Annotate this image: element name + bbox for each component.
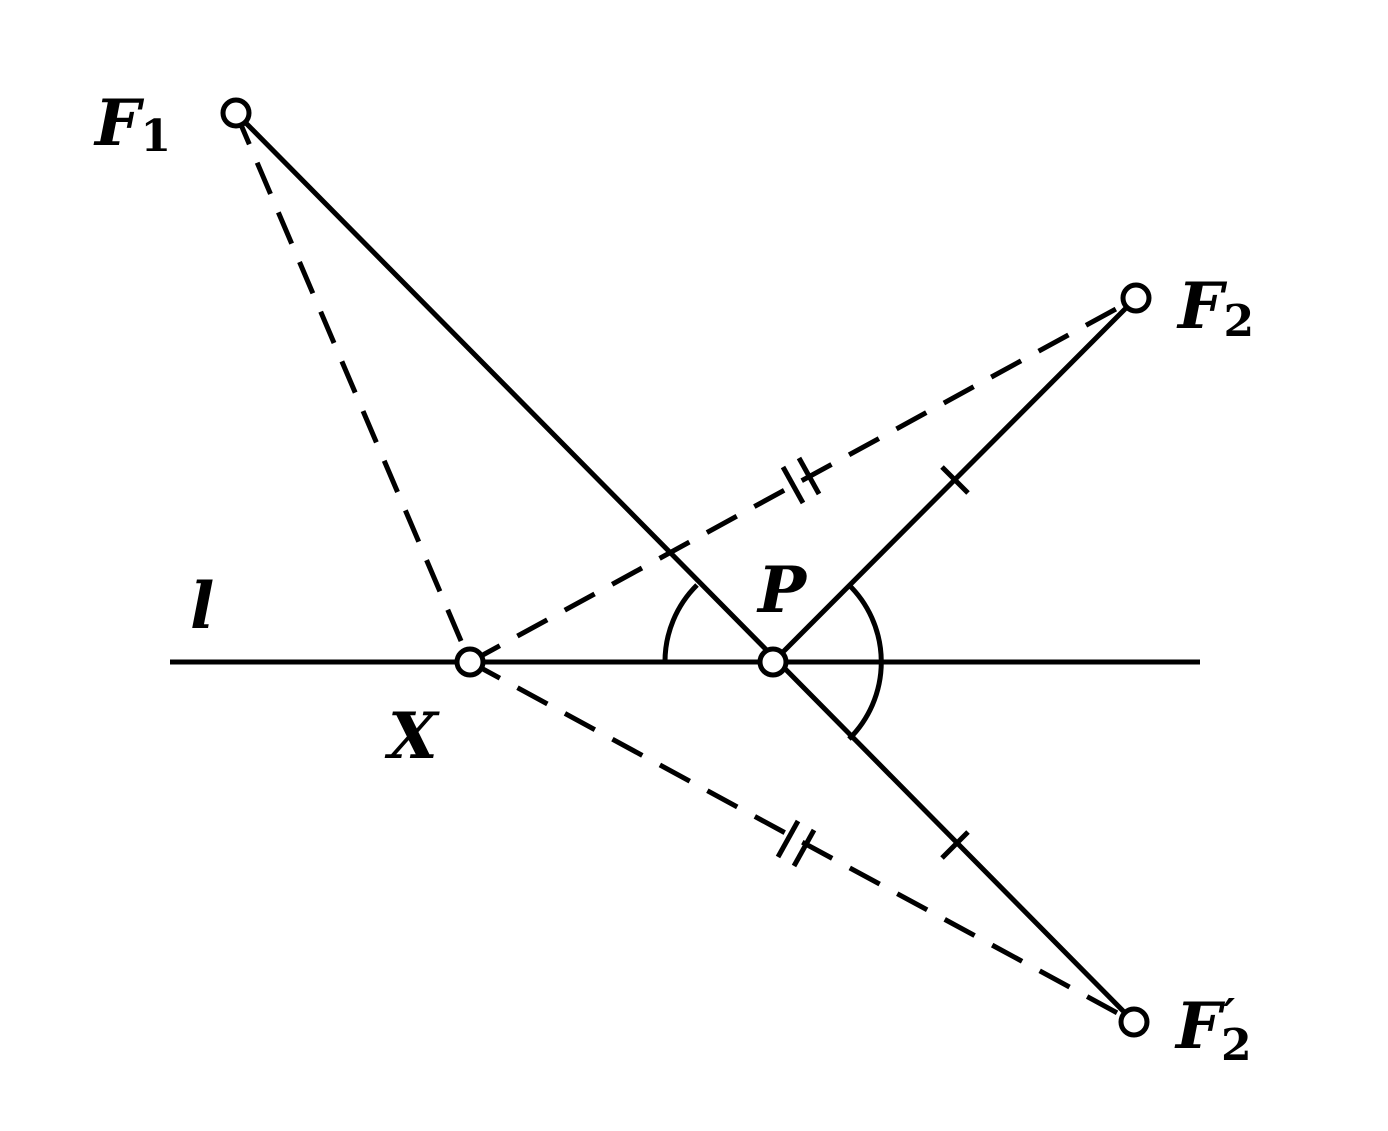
angle-arc-left: [662, 583, 699, 663]
point-x: [454, 646, 486, 678]
label-f1: F1: [93, 86, 171, 162]
segment-x-f2prime: [468, 659, 1136, 1025]
label-x: X: [384, 699, 440, 774]
segment-x-f2: [468, 295, 1138, 665]
angle-arc-right: [846, 582, 884, 741]
point-f2prime: [1118, 1006, 1150, 1038]
point-f2: [1120, 282, 1152, 314]
double-tick-x-f2prime-b: [791, 828, 817, 868]
tick-p-f2prime: [940, 830, 970, 860]
double-tick-x-f2-a: [780, 465, 806, 505]
label-f2: F2: [1176, 269, 1254, 347]
segment-f1-x: [233, 112, 473, 663]
label-f2prime: F′2: [1174, 989, 1252, 1071]
double-tick-x-f2-b: [796, 456, 822, 496]
double-tick-x-f2prime-a: [775, 819, 801, 859]
tick-p-f2: [940, 465, 970, 495]
label-l: l: [190, 569, 214, 644]
label-p: P: [756, 553, 808, 628]
point-p: [757, 646, 789, 678]
point-f1: [220, 97, 252, 129]
segment-f1-f2prime: [234, 111, 1136, 1024]
